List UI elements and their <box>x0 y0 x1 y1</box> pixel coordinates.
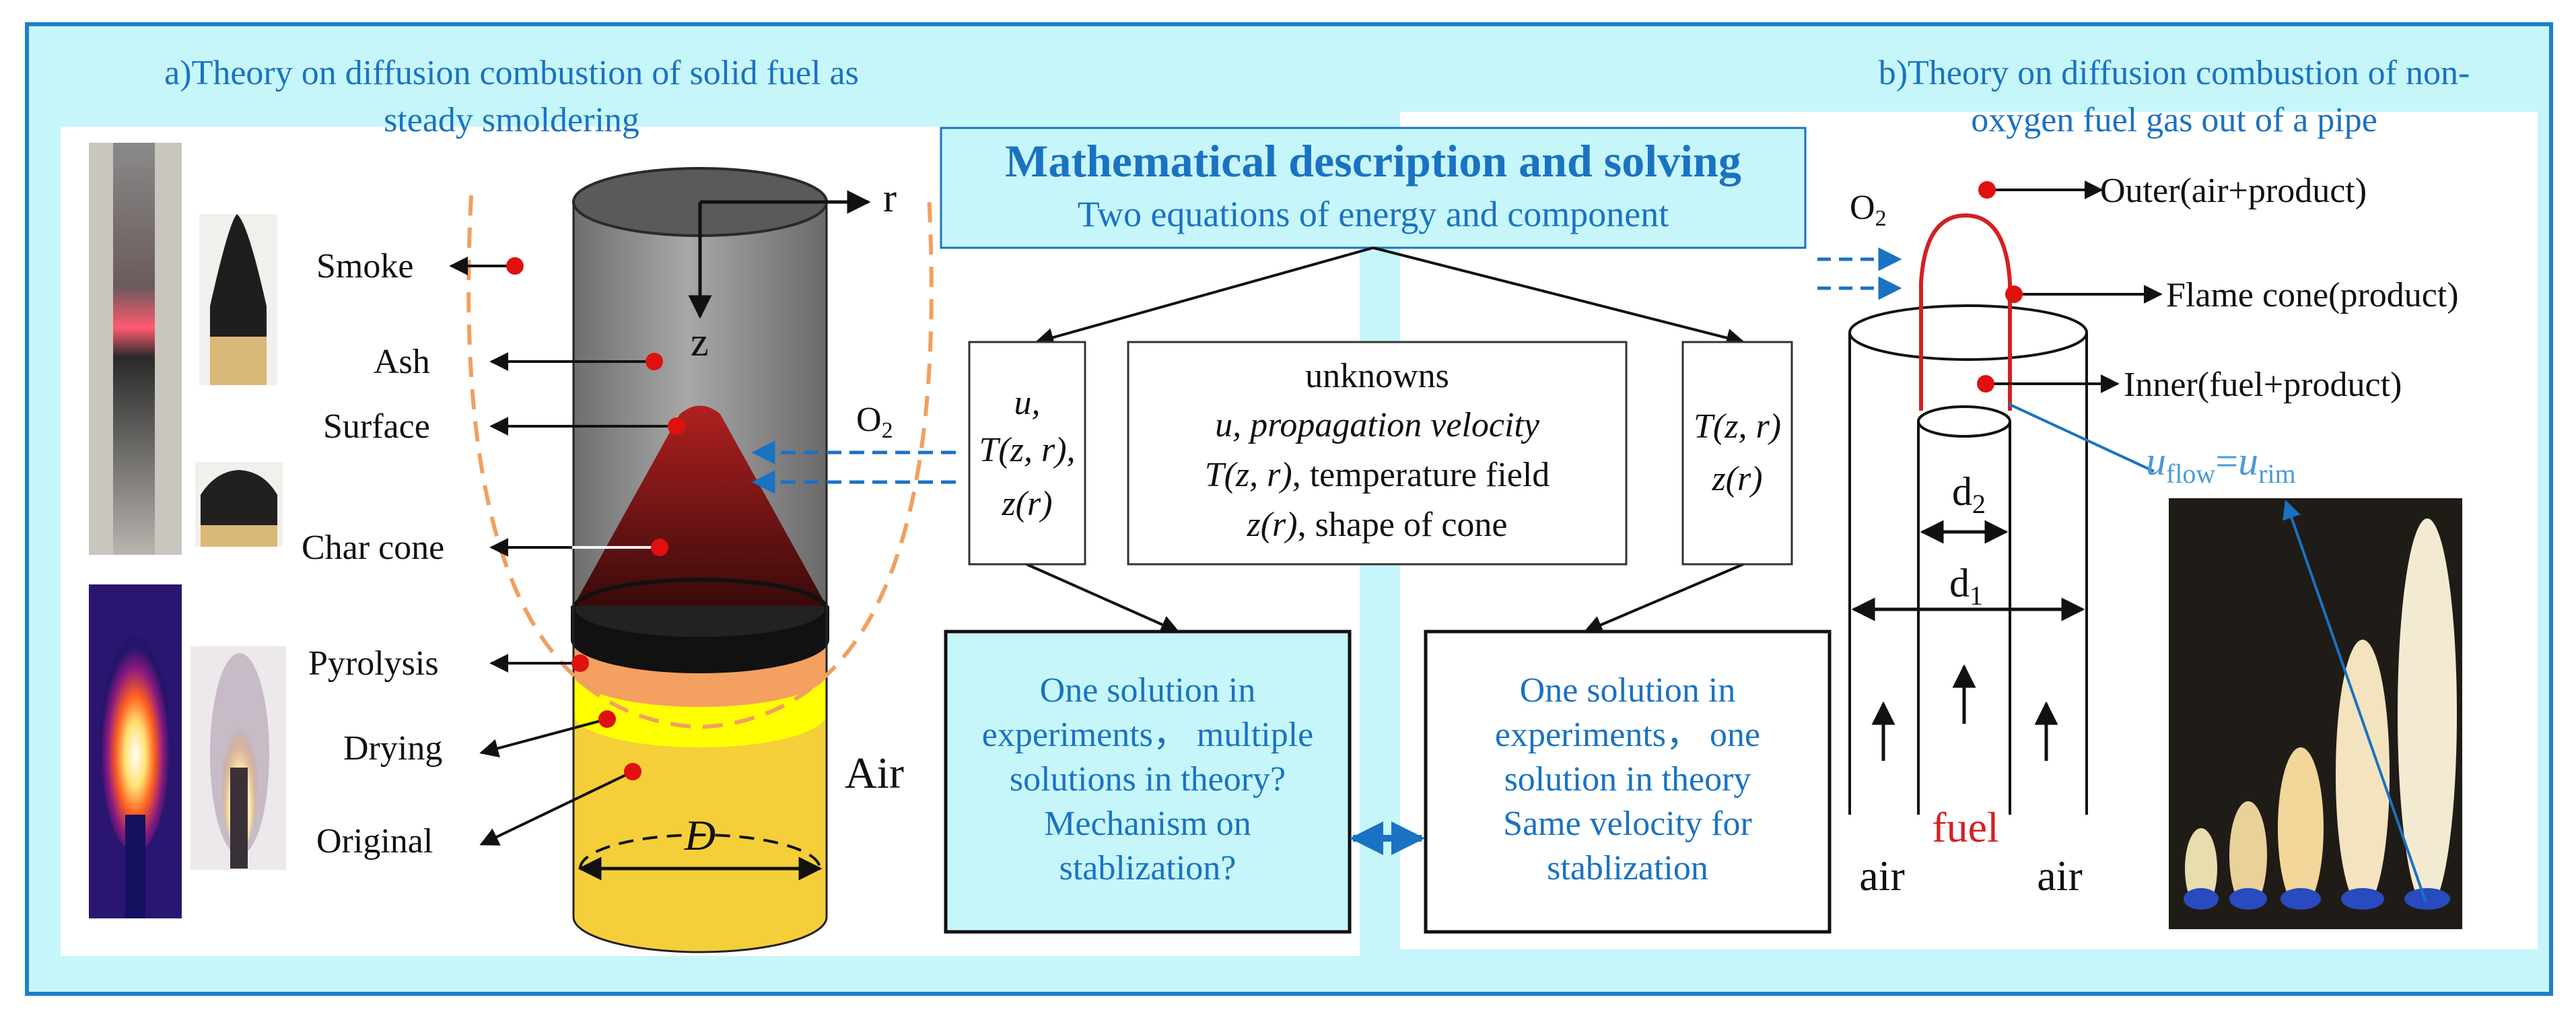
o2-label-b: O2 <box>1850 189 1887 231</box>
solution-right-line3: solution in theory <box>1504 760 1751 799</box>
label-drying: Drying <box>343 729 442 768</box>
unknowns-line3: T(z, r), temperature field <box>1205 456 1550 494</box>
left-variables-box <box>968 341 1086 566</box>
axis-r-label: r <box>883 176 897 220</box>
panel-b-title-line1: b)Theory on diffusion combustion of non- <box>1879 54 2470 92</box>
label-smoke: Smoke <box>316 247 413 285</box>
label-outer: Outer(air+product) <box>2100 172 2367 210</box>
flame-cone-outline <box>1919 213 2012 411</box>
region-arrows-b <box>1977 180 2163 393</box>
right-var-line2: z(r) <box>1711 460 1762 498</box>
solution-left-line3: solutions in theory? <box>1010 760 1286 799</box>
panel-a-title-line1: a)Theory on diffusion combustion of soli… <box>164 54 859 92</box>
heading-box <box>940 127 1807 249</box>
air-label-b-left: air <box>1859 852 1905 900</box>
solution-left-line1: One solution in <box>1040 671 1256 710</box>
diameter-label: D <box>684 811 716 859</box>
fuel-label: fuel <box>1932 803 1999 851</box>
center-arrows <box>1026 246 1745 634</box>
left-var-line3: z(r) <box>1001 485 1052 523</box>
solution-right-line2: experiments， one <box>1495 716 1760 754</box>
velocity-arrows <box>2008 403 2427 903</box>
photo-infrared-flame <box>89 584 182 918</box>
diameter-indicator <box>578 834 823 881</box>
center-heading: Mathematical description and solving <box>1005 135 1741 187</box>
label-ash: Ash <box>374 343 430 381</box>
pipe-dimension-lines <box>1851 520 2085 621</box>
unknowns-line1: unknowns <box>1305 357 1449 395</box>
label-flame-cone: Flame cone(product) <box>2166 276 2459 314</box>
label-surface: Surface <box>323 407 430 446</box>
solution-left-line5: stablization? <box>1059 849 1237 887</box>
label-inner: Inner(fuel+product) <box>2124 366 2402 404</box>
air-label-a: Air <box>845 749 904 798</box>
solution-right-box <box>1424 630 1832 934</box>
unknowns-line2: u, propagation velocity <box>1215 406 1540 444</box>
solution-left-line4: Mechanism on <box>1044 805 1251 843</box>
photo-smoldering-stick <box>89 143 182 555</box>
solution-right-line4: Same velocity for <box>1503 805 1752 843</box>
unknowns-box <box>1127 341 1628 566</box>
solution-left-line2: experiments， multiple <box>982 716 1313 754</box>
o2-label-a: O2 <box>856 401 893 443</box>
left-var-line2: T(z, r), <box>979 431 1075 469</box>
unknowns-line4: z(r), shape of cone <box>1247 506 1508 544</box>
label-pyrolysis: Pyrolysis <box>308 644 439 683</box>
o2-arrows-a <box>751 440 956 494</box>
r-z-axes <box>688 190 871 319</box>
smoldering-cylinder <box>571 167 829 953</box>
photo-charred-tip-large <box>199 214 277 385</box>
label-char-cone: Char cone <box>302 529 444 567</box>
label-original: Original <box>316 822 433 860</box>
photo-candle-flame <box>190 646 286 870</box>
burner-pipes <box>1848 304 2088 815</box>
label-arrows-a <box>449 257 685 846</box>
right-var-line1: T(z, r) <box>1694 407 1781 446</box>
left-var-line1: u, <box>1014 384 1041 422</box>
o2-arrows-b <box>1817 247 1902 300</box>
air-label-b-right: air <box>2037 852 2083 900</box>
photo-charred-tip-small <box>195 462 283 547</box>
axis-z-label: z <box>691 320 709 364</box>
solution-left-box <box>944 630 1352 934</box>
flow-arrows <box>1871 664 2058 761</box>
right-variables-box <box>1681 341 1793 566</box>
photo-burner-flames <box>2169 498 2462 929</box>
d1-label: d1 <box>1949 561 1983 611</box>
solution-right-line1: One solution in <box>1520 671 1736 710</box>
velocity-equality-label: uflow=urim <box>2146 439 2296 489</box>
center-subheading: Two equations of energy and component <box>1078 194 1669 234</box>
smoke-envelope-dashed <box>466 195 934 730</box>
solution-right-line5: stablization <box>1547 849 1708 887</box>
panel-a-title-line2: steady smoldering <box>384 101 639 139</box>
panel-b-title-line2: oxygen fuel gas out of a pipe <box>1971 101 2377 139</box>
d2-label: d2 <box>1952 469 1986 519</box>
